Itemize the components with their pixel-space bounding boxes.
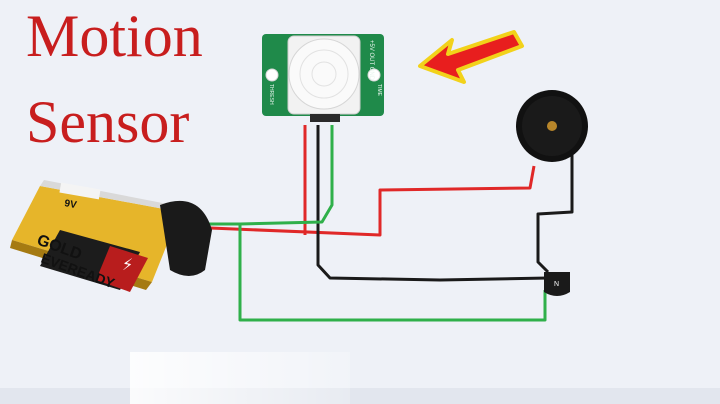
arrow-icon [418, 30, 524, 84]
red-wire [209, 165, 536, 237]
green-wire-sensor [239, 125, 334, 226]
battery-badge: ⚡ [122, 255, 133, 274]
title-line-2: Sensor [26, 89, 190, 155]
glare [130, 352, 350, 404]
transistor: N [544, 272, 570, 296]
battery-9v: EVEREADY GOLD 9V ⚡ [10, 180, 212, 292]
transistor-label: N [554, 281, 559, 288]
black-wire-buzzer [536, 150, 574, 274]
sensor-side-text: THRESH [268, 84, 274, 105]
pir-sensor: +5V OUT GND THRESH TIME [262, 34, 384, 122]
black-wire [316, 125, 549, 282]
green-wire-battery [205, 222, 547, 322]
sensor-side-text-2: TIME [376, 84, 382, 97]
buzzer [516, 90, 588, 162]
battery-voltage: 9V [63, 198, 77, 211]
sensor-pins: +5V OUT GND [368, 40, 374, 81]
title-line-1: Motion [26, 3, 203, 69]
